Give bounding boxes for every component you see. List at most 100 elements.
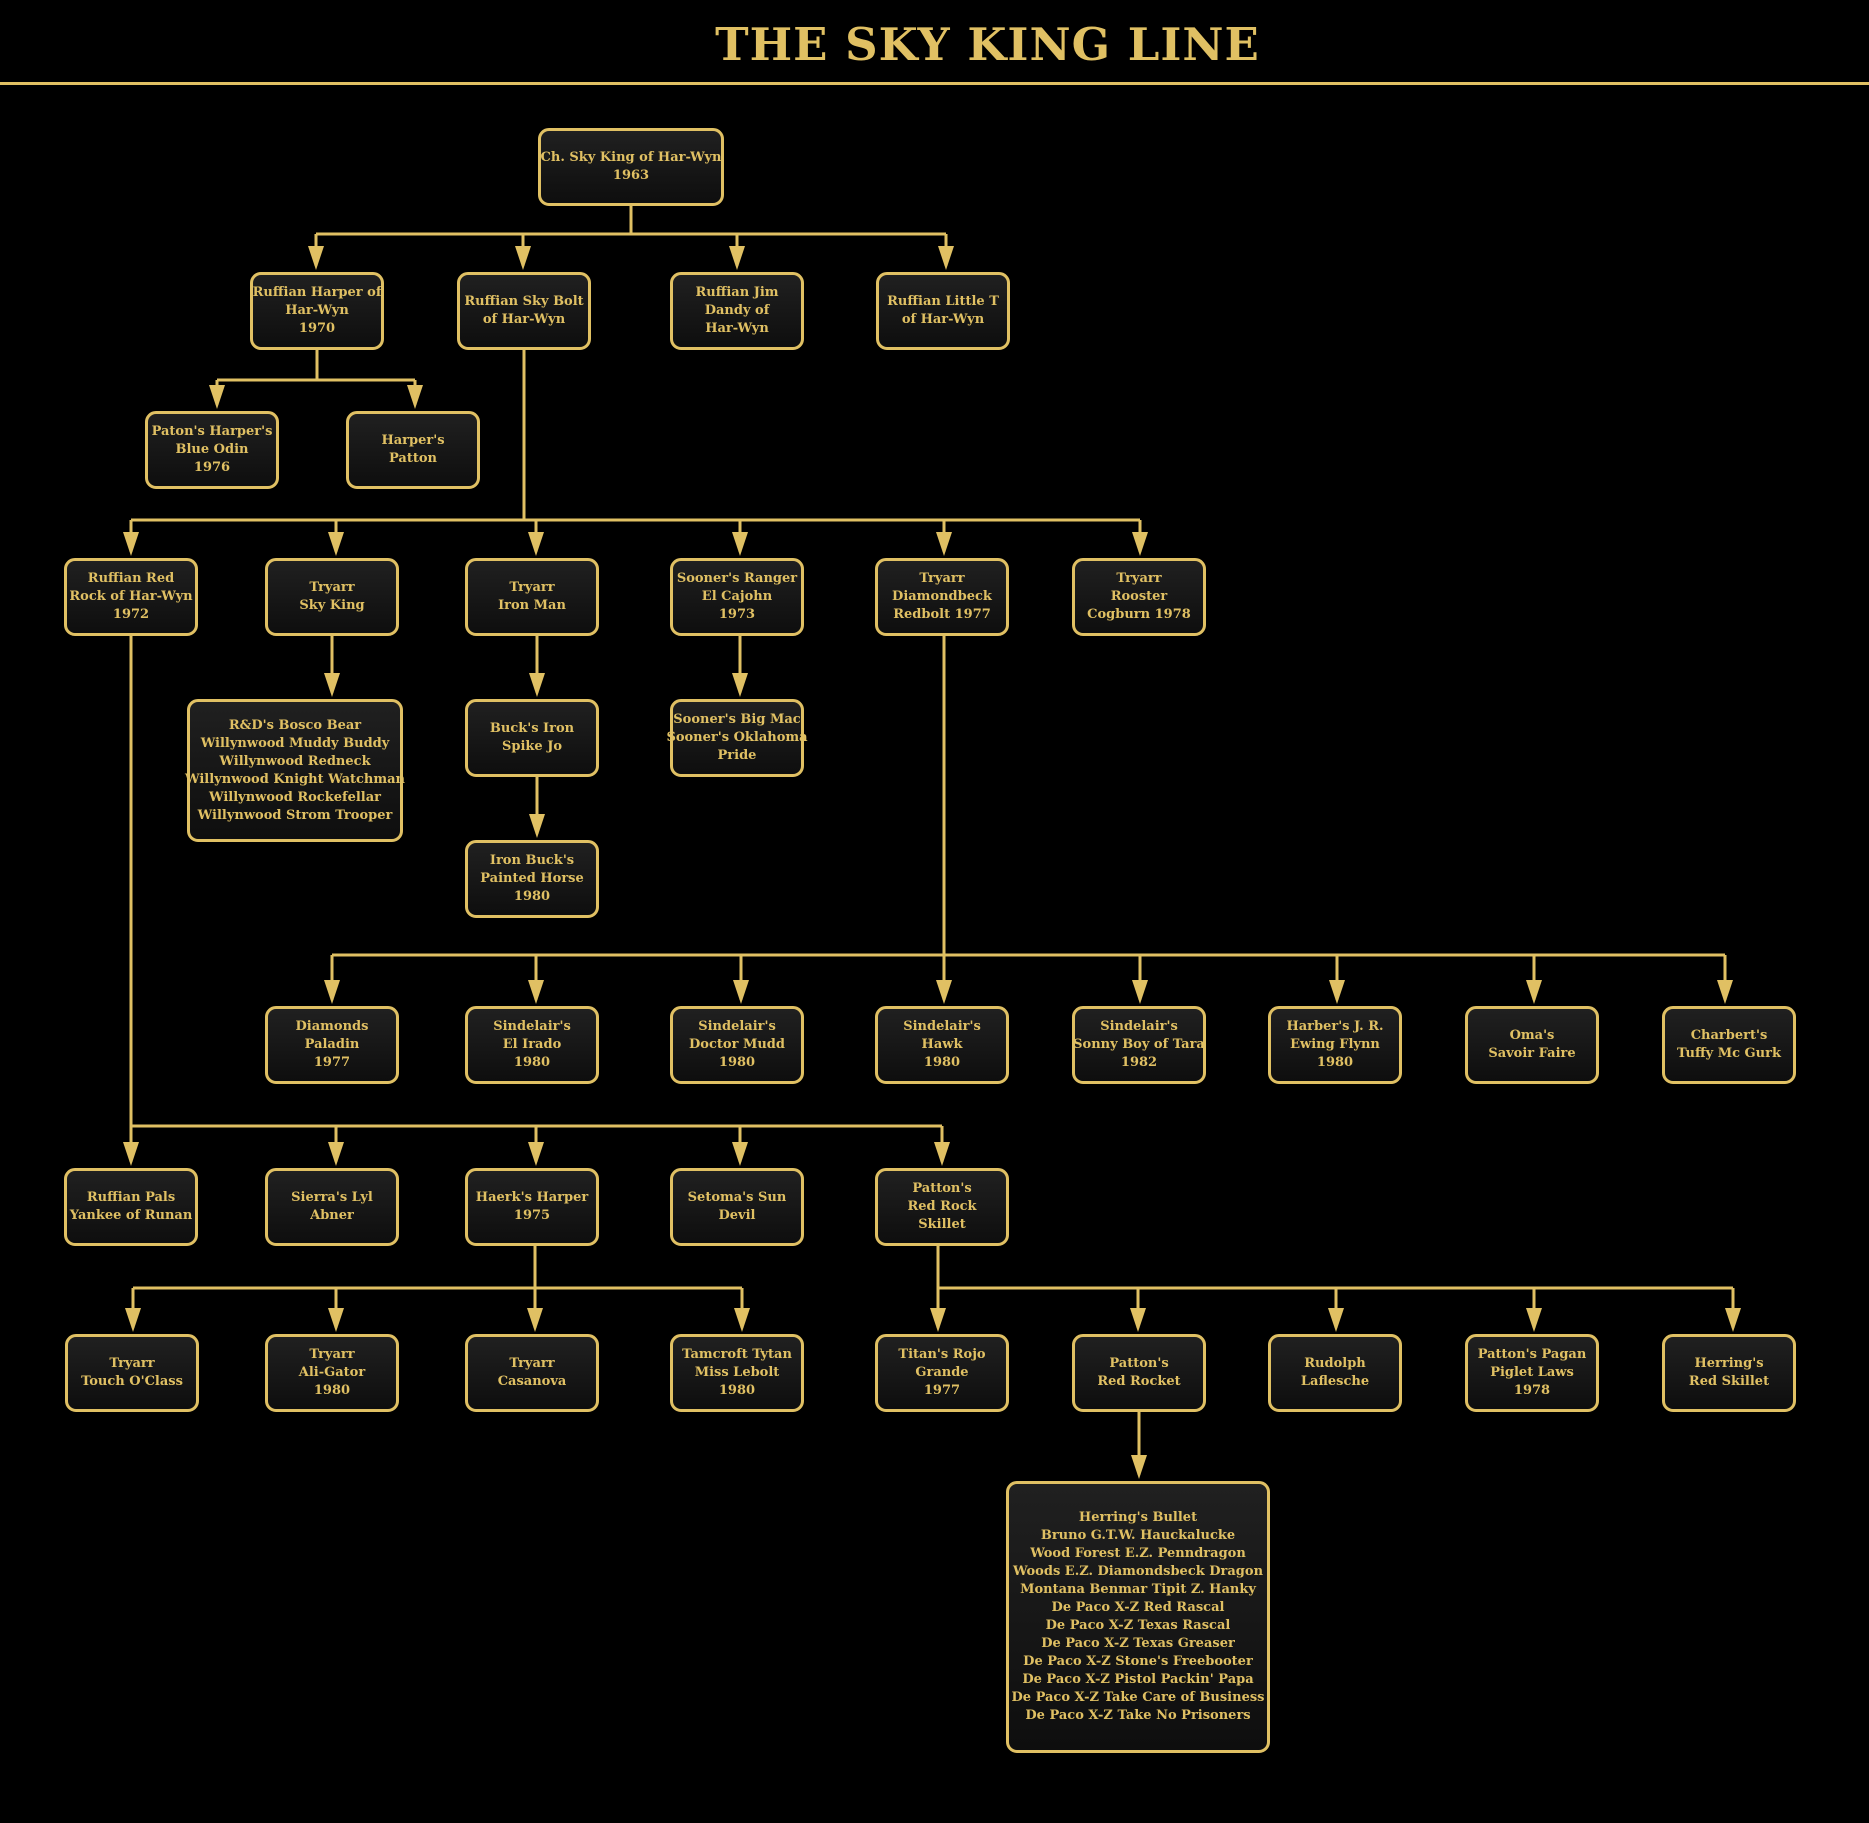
- node-label-line: Rock of Har-Wyn: [69, 589, 193, 604]
- arrowhead: [324, 980, 340, 1004]
- node-label-line: El Cajohn: [701, 589, 773, 604]
- arrowhead: [515, 246, 531, 270]
- node-label-line: Tryarr: [309, 580, 355, 595]
- node-label-line: Ruffian Little T: [887, 294, 999, 309]
- arrowhead: [529, 814, 545, 838]
- node-label-line: Iron Man: [498, 598, 566, 613]
- node-label-line: Paladin: [304, 1037, 360, 1052]
- arrowhead: [732, 1142, 748, 1166]
- node-label-line: Red Rock: [907, 1199, 977, 1214]
- node-label-line: 1980: [313, 1383, 351, 1398]
- node-label-line: Willynwood Rockefellar: [208, 789, 382, 805]
- node-label-line: Willynwood Muddy Buddy: [200, 735, 390, 751]
- node-label-line: Yankee of Runan: [69, 1208, 193, 1223]
- node-label-line: Sooner's Ranger: [676, 571, 798, 586]
- node-label-line: 1970: [298, 321, 336, 336]
- node-label-line: Sindelair's: [698, 1019, 776, 1034]
- arrowhead: [529, 673, 545, 697]
- node-label-line: De Paco X-Z Take Care of Business: [1011, 1690, 1265, 1705]
- node-label-line: 1980: [718, 1055, 756, 1070]
- node-label-line: Touch O'Class: [81, 1374, 183, 1389]
- node-label-line: Titan's Rojo: [898, 1347, 986, 1362]
- node-label-line: Patton: [389, 451, 437, 466]
- arrowhead: [324, 673, 340, 697]
- node-label-line: Ruffian Jim: [695, 285, 779, 300]
- arrowhead: [1329, 980, 1345, 1004]
- node-label-line: Tryarr: [509, 1356, 555, 1371]
- node-label-line: Sky King: [299, 598, 365, 613]
- arrowhead: [1526, 980, 1542, 1004]
- node-label-line: Patton's Pagan: [1477, 1347, 1587, 1362]
- node-label-line: Ewing Flynn: [1290, 1037, 1380, 1052]
- node-label-line: Rooster: [1110, 589, 1168, 604]
- node-label: Ruffian Little T of Har-Wyn: [887, 293, 999, 329]
- node-label-line: Wood Forest E.Z. Penndragon: [1030, 1546, 1246, 1561]
- node-label-line: Sonny Boy of Tara: [1073, 1037, 1205, 1052]
- node-label-line: Harper's: [381, 433, 445, 448]
- node-label-line: Ch. Sky King of Har-Wyn: [540, 150, 722, 165]
- title-divider: [0, 82, 1869, 85]
- arrowhead: [1725, 1308, 1741, 1332]
- arrowhead: [308, 246, 324, 270]
- node-label-line: Montana Benmar Tipit Z. Hanky: [1020, 1582, 1256, 1597]
- node-label-line: El Irado: [502, 1037, 562, 1052]
- arrowhead: [1131, 1455, 1147, 1479]
- arrowhead: [1130, 1308, 1146, 1332]
- arrowhead: [732, 532, 748, 556]
- arrowhead: [123, 532, 139, 556]
- node-label-line: of Har-Wyn: [901, 312, 985, 327]
- node-label-line: Sooner's Oklahoma: [666, 730, 808, 745]
- node-label-line: Sindelair's: [493, 1019, 571, 1034]
- arrowhead: [938, 246, 954, 270]
- node-label-line: Casanova: [497, 1374, 567, 1389]
- node-label-line: Painted Horse: [480, 871, 584, 886]
- arrowhead: [936, 980, 952, 1004]
- node-label-line: De Paco X-Z Texas Rascal: [1045, 1618, 1231, 1633]
- arrowhead: [209, 385, 225, 409]
- node-label-line: 1980: [1316, 1055, 1354, 1070]
- node-label-line: 1976: [193, 460, 231, 475]
- arrowhead: [729, 246, 745, 270]
- node-label-line: Patton's: [1109, 1356, 1169, 1371]
- node-label-line: Paton's Harper's: [151, 424, 273, 439]
- node-label-line: Setoma's Sun: [687, 1190, 787, 1205]
- node-label-line: Herring's: [1694, 1356, 1764, 1371]
- node-label-line: De Paco X-Z Take No Prisoners: [1025, 1708, 1251, 1723]
- node-label-line: Tryarr: [919, 571, 965, 586]
- node-label-line: Ruffian Sky Bolt: [464, 294, 584, 309]
- node-label-line: Laflesche: [1300, 1374, 1370, 1389]
- node-label-line: Willynwood Strom Trooper: [197, 807, 393, 823]
- diagram-title-bar: THE SKY KING LINE: [0, 0, 1869, 80]
- node-label-line: Ruffian Pals: [86, 1190, 176, 1205]
- arrowhead: [527, 1308, 543, 1332]
